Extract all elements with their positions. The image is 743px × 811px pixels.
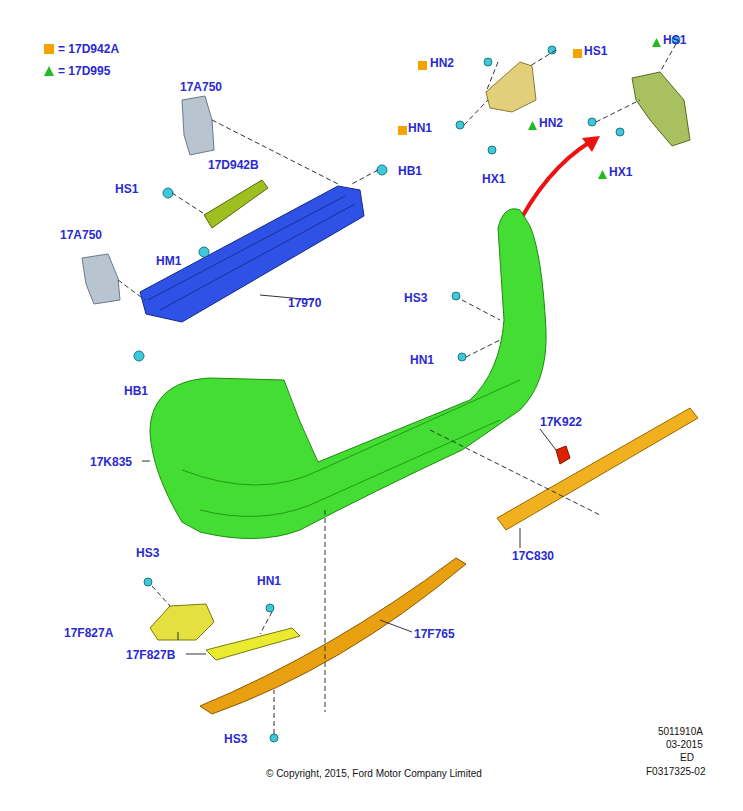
- part-number: HN1: [408, 121, 432, 135]
- triangle-marker: [598, 170, 607, 179]
- part-number: HS3: [404, 291, 427, 305]
- drawing-note: 03-2015: [666, 739, 703, 751]
- legend-text: = 17D942A: [58, 42, 119, 56]
- part-number: 17A750: [180, 80, 222, 94]
- part-number: HS1: [115, 182, 138, 196]
- square-marker: [573, 49, 582, 58]
- part-number: 17F827A: [64, 626, 113, 640]
- drawing-note: 5011910A: [658, 726, 703, 738]
- part-number: 17A750: [60, 228, 102, 242]
- part-number: HN2: [539, 116, 563, 130]
- triangle-marker: [528, 121, 537, 130]
- square-marker: [398, 126, 407, 135]
- part-number: HN1: [257, 574, 281, 588]
- part-number: HX1: [609, 165, 632, 179]
- drawing-note: ED: [680, 752, 694, 764]
- legend-swatch: [44, 44, 54, 54]
- part-number: HS1: [584, 44, 607, 58]
- square-marker: [418, 61, 427, 70]
- trim-strip: [497, 408, 698, 530]
- reflector-bracket: [206, 628, 300, 660]
- bracket: [486, 62, 536, 112]
- part-number: 17F765: [414, 627, 455, 641]
- part-number: 17K835: [90, 455, 132, 469]
- part-number: HB1: [124, 384, 148, 398]
- bracket: [182, 96, 214, 155]
- part-number: 17970: [288, 296, 321, 310]
- bumper-beam: [140, 186, 364, 322]
- drawing-note: © Copyright, 2015, Ford Motor Company Li…: [266, 768, 482, 780]
- part-number: HM1: [156, 254, 181, 268]
- part-number: 17F827B: [126, 648, 175, 662]
- part-number: 17D942B: [208, 158, 259, 172]
- part-number: HX1: [482, 172, 505, 186]
- lower-trim: [200, 558, 466, 714]
- bracket: [632, 72, 690, 146]
- part-number: HS3: [224, 732, 247, 746]
- legend-swatch: [44, 66, 54, 76]
- part-number: 17C830: [512, 549, 554, 563]
- triangle-marker: [652, 38, 661, 47]
- bracket: [82, 254, 120, 304]
- part-number: HN1: [410, 353, 434, 367]
- part-number: 17K922: [540, 415, 582, 429]
- reinforcement-strip: [204, 180, 268, 228]
- bumper-cover: [150, 209, 546, 539]
- part-number: HB1: [398, 164, 422, 178]
- part-number: HS3: [136, 546, 159, 560]
- part-number: HS1: [663, 33, 686, 47]
- part-number: HN2: [430, 56, 454, 70]
- drawing-note: F0317325-02: [646, 766, 706, 778]
- reflector-bracket: [150, 604, 214, 640]
- legend-text: = 17D995: [58, 64, 110, 78]
